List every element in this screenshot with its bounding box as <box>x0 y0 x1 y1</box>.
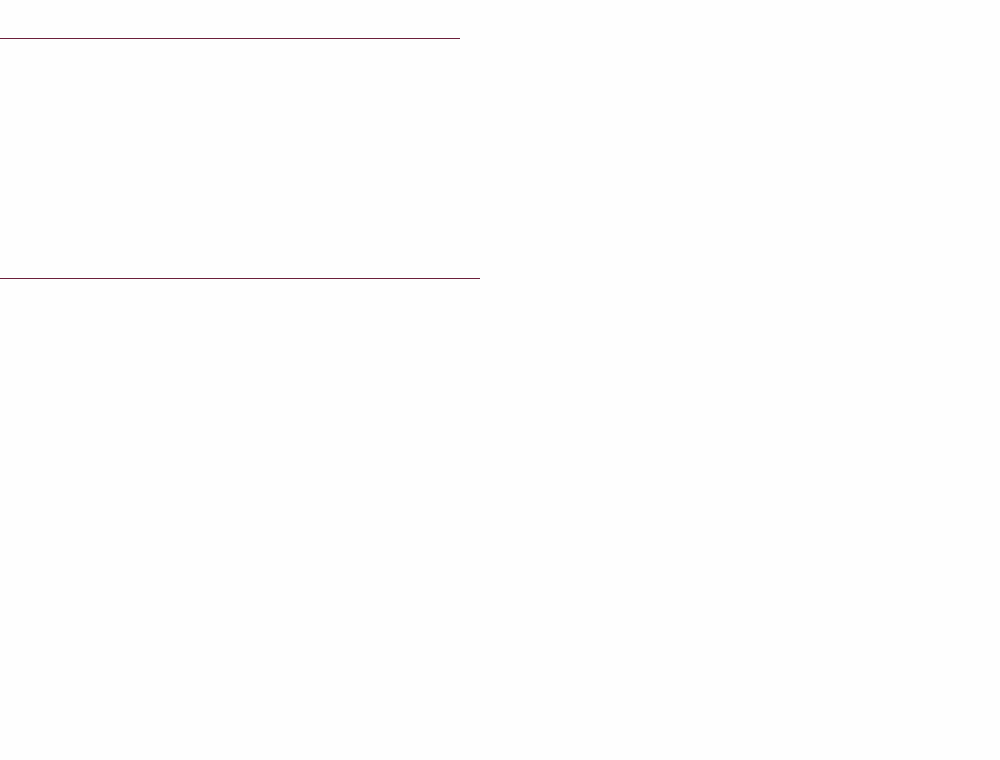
top-divider <box>0 38 460 39</box>
bottom-divider <box>0 278 480 279</box>
